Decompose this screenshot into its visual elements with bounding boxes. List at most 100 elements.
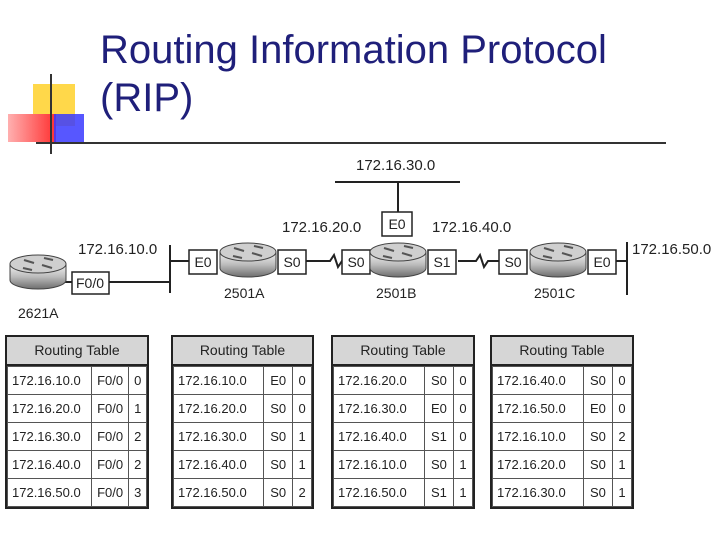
route-interface: S0: [263, 422, 294, 451]
route-network: 172.16.20.0: [7, 394, 92, 423]
network-label-172-16-40: 172.16.40.0: [432, 219, 511, 236]
iface-2501c-s0: S0: [504, 254, 521, 270]
route-hops: 2: [292, 478, 312, 507]
serial-link-a-b: [305, 252, 345, 270]
route-interface: S0: [263, 450, 294, 479]
network-diagram: F0/0 E0 S0 S0 E0 S1 S0 E0 172.16.10.0 17…: [9, 157, 711, 321]
route-network: 172.16.50.0: [172, 478, 265, 507]
iface-box-2621a-f0: [71, 271, 110, 295]
route-network: 172.16.30.0: [333, 394, 425, 423]
route-interface: E0: [582, 394, 614, 423]
route-network: 172.16.40.0: [172, 450, 265, 479]
routing-table-title: Routing Table: [173, 337, 312, 366]
slide-title: Routing Information Protocol (RIP): [100, 26, 700, 122]
iface-box-2501b-s0: [341, 249, 371, 275]
iface-2501b-s1: S1: [433, 254, 450, 270]
iface-2501b-e0: E0: [388, 216, 405, 232]
network-label-172-16-30: 172.16.30.0: [356, 157, 435, 174]
route-hops: 1: [292, 422, 312, 451]
routing-table-title: Routing Table: [333, 337, 473, 366]
route-hops: 1: [128, 394, 147, 423]
route-interface: S0: [582, 478, 614, 507]
route-network: 172.16.50.0: [7, 478, 92, 507]
route-hops: 3: [128, 478, 147, 507]
route-interface: E0: [263, 366, 294, 395]
route-hops: 1: [453, 450, 473, 479]
route-network: 172.16.20.0: [333, 366, 425, 395]
route-hops: 0: [292, 366, 312, 395]
router-name-2501c: 2501C: [534, 285, 575, 301]
iface-2501b-s0: S0: [347, 254, 364, 270]
route-interface: F0/0: [90, 394, 130, 423]
route-network: 172.16.30.0: [492, 478, 584, 507]
deco-blue-square: [54, 114, 84, 142]
route-interface: S0: [582, 366, 614, 395]
routing-table-title: Routing Table: [7, 337, 147, 366]
iface-box-2501c-e0: [587, 249, 617, 275]
router-2621a-icon: [9, 254, 67, 290]
router-name-2621a: 2621A: [18, 305, 59, 321]
iface-box-2501b-e0: [381, 211, 413, 237]
serial-link-b-c: [458, 252, 500, 270]
network-label-172-16-10: 172.16.10.0: [78, 241, 157, 258]
iface-box-2501a-s0: [277, 249, 307, 275]
network-label-172-16-50: 172.16.50.0: [632, 241, 711, 258]
route-network: 172.16.40.0: [333, 422, 425, 451]
route-hops: 1: [612, 478, 632, 507]
route-hops: 2: [128, 450, 147, 479]
route-interface: F0/0: [90, 478, 130, 507]
iface-box-2501a-e0: [188, 249, 218, 275]
route-hops: 0: [612, 394, 632, 423]
route-hops: 1: [292, 450, 312, 479]
route-network: 172.16.10.0: [492, 422, 584, 451]
route-hops: 1: [612, 450, 632, 479]
iface-box-2501b-s1: [427, 249, 457, 275]
route-network: 172.16.40.0: [7, 450, 92, 479]
route-network: 172.16.30.0: [172, 422, 265, 451]
route-network: 172.16.50.0: [492, 394, 584, 423]
route-network: 172.16.10.0: [7, 366, 92, 395]
route-hops: 0: [453, 422, 473, 451]
deco-vertical-line: [50, 74, 52, 154]
network-label-172-16-20: 172.16.20.0: [282, 219, 361, 236]
iface-2501a-s0: S0: [283, 254, 300, 270]
router-name-2501b: 2501B: [376, 285, 416, 301]
router-name-2501a: 2501A: [224, 285, 265, 301]
route-network: 172.16.30.0: [7, 422, 92, 451]
iface-box-2501c-s0: [498, 249, 528, 275]
route-interface: S0: [263, 394, 294, 423]
route-network: 172.16.10.0: [333, 450, 425, 479]
route-interface: S0: [582, 450, 614, 479]
route-hops: 0: [453, 394, 473, 423]
iface-2501c-e0: E0: [593, 254, 610, 270]
slide-title-line1: Routing Information Protocol: [100, 28, 607, 72]
route-hops: 0: [612, 366, 632, 395]
router-2501a-icon: [219, 242, 277, 278]
slide-decoration: [0, 70, 666, 160]
route-hops: 1: [453, 478, 473, 507]
iface-2621a-f0: F0/0: [76, 275, 104, 291]
route-network: 172.16.20.0: [172, 394, 265, 423]
router-2501b-icon: [369, 242, 427, 278]
iface-2501a-e0: E0: [194, 254, 211, 270]
route-interface: S0: [423, 366, 455, 395]
route-hops: 2: [128, 422, 147, 451]
slide-title-line2: (RIP): [100, 76, 194, 120]
